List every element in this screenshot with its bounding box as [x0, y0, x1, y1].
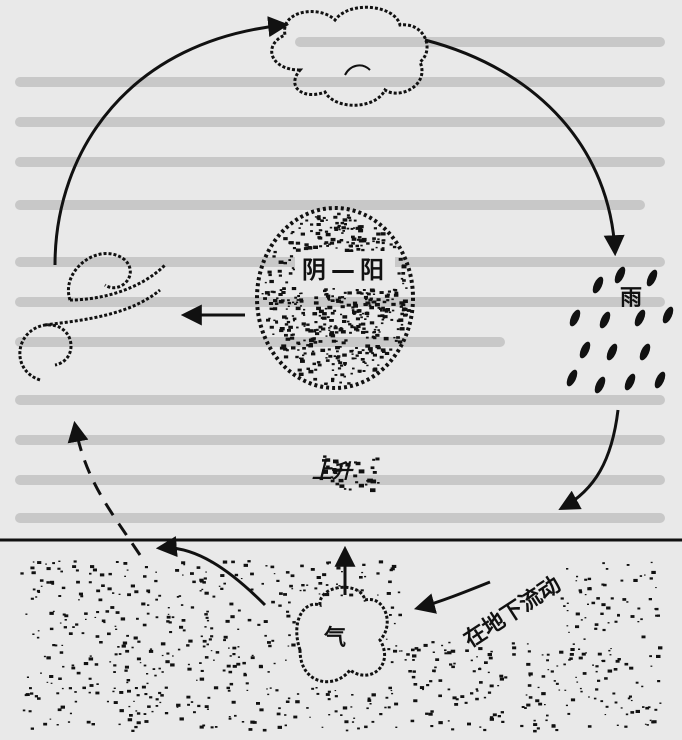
label-yang: 阳: [360, 256, 384, 284]
wind-swirl: [20, 254, 165, 380]
cycle-arrow-bottom-in: [418, 582, 490, 608]
label-qi: 气: [323, 625, 346, 651]
cycle-arrow-right-down: [562, 410, 618, 508]
label-rain: 雨: [620, 286, 642, 311]
label-rising: 上升: [312, 459, 354, 483]
cycle-arrow-top-right: [425, 40, 615, 252]
rain-drops: [565, 265, 676, 395]
cycle-arrow-top-left: [55, 25, 285, 265]
label-underground-flow: 在地下流动: [459, 571, 565, 653]
label-yin-yang-dash: —: [331, 256, 355, 284]
label-yin: 阴: [302, 256, 326, 284]
cloud-inner-mark: [345, 65, 370, 75]
cloud: [272, 7, 427, 105]
